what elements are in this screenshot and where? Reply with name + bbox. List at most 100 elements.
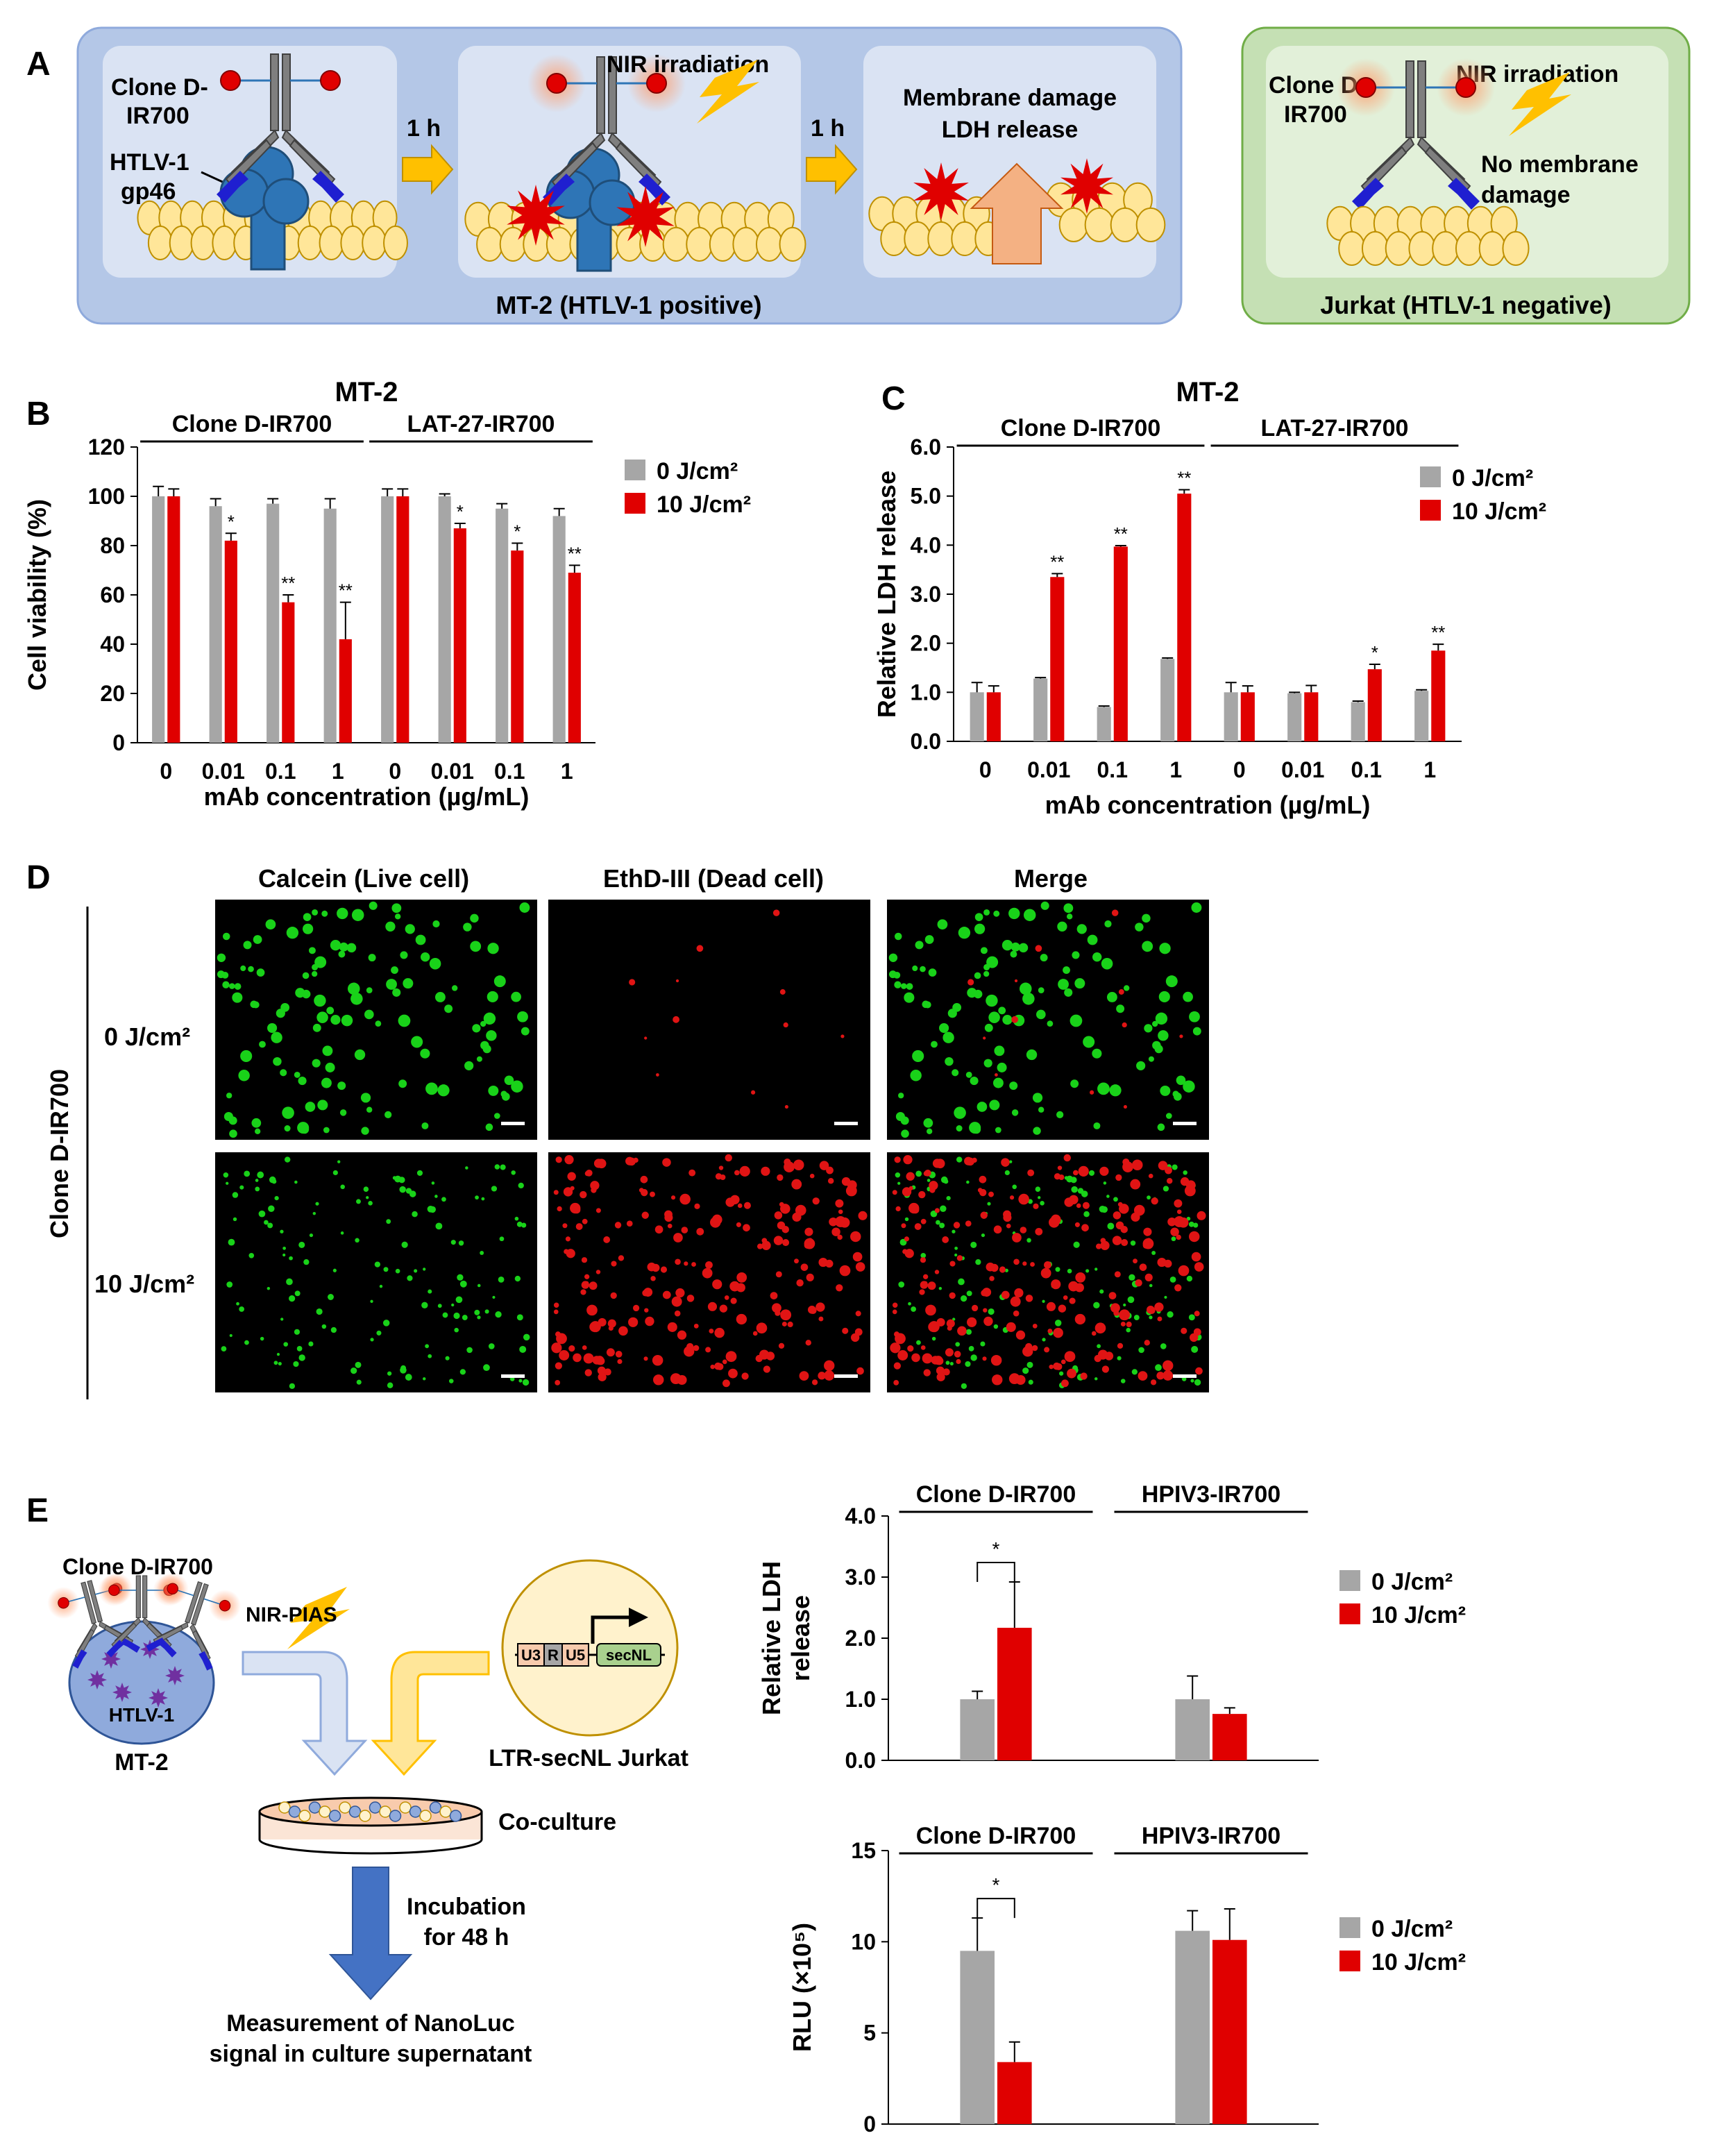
significance-mark: * (457, 501, 464, 522)
live-cell (486, 1030, 497, 1041)
bar-0j (496, 508, 509, 743)
dead-cell (1080, 1372, 1088, 1380)
live-cell (495, 1311, 502, 1318)
live-cell (1106, 992, 1117, 1002)
lipid (147, 225, 173, 261)
dead-cell (679, 1193, 691, 1205)
chart-title: MT-2 (1176, 377, 1239, 407)
dead-cell (1185, 1181, 1191, 1186)
live-cell (965, 1361, 971, 1367)
live-cell (226, 1281, 233, 1288)
x-tick-label: 1 (332, 759, 344, 784)
dead-cell (581, 1257, 588, 1263)
live-cell (1040, 954, 1048, 962)
live-cell (441, 1197, 446, 1202)
panel-letter-d: D (26, 859, 51, 896)
dead-cell (784, 1105, 788, 1109)
live-cell (998, 1007, 1006, 1015)
dead-cell (964, 1156, 973, 1165)
dead-cell (1194, 1262, 1204, 1272)
dead-cell (1122, 1022, 1127, 1028)
live-cell (421, 1122, 429, 1129)
micrograph-0-1 (548, 900, 870, 1140)
dead-cell (1006, 1223, 1011, 1229)
live-cell (1063, 903, 1074, 913)
live-cell (1160, 1343, 1167, 1349)
dead-cell (799, 1371, 809, 1381)
e-lightning-icon (287, 1587, 350, 1649)
dead-cell (667, 1223, 673, 1229)
live-cell (255, 1128, 261, 1135)
group-label: Clone D-IR700 (1001, 415, 1161, 441)
live-cell (1128, 1274, 1135, 1281)
live-cell (423, 1268, 426, 1271)
ir700-dye (546, 73, 567, 94)
live-cell (1008, 907, 1020, 920)
live-cell (448, 1379, 454, 1383)
live-cell (952, 1069, 959, 1077)
lipid (190, 225, 216, 261)
y-tick-label: 0.0 (911, 729, 941, 754)
significance-bracket (977, 1898, 1015, 1919)
x-tick-label: 0.1 (1097, 757, 1128, 782)
dead-cell (995, 1073, 998, 1077)
live-cell (370, 1299, 373, 1303)
dead-cell (705, 1347, 711, 1353)
live-cell (938, 1286, 942, 1290)
dead-cell (596, 1159, 607, 1169)
dead-cell (597, 1366, 606, 1375)
live-cell (1018, 943, 1029, 953)
live-cell (1093, 1302, 1100, 1309)
live-cell (1117, 1356, 1122, 1361)
live-cell (972, 1125, 981, 1134)
legend-label: 10 J/cm² (657, 491, 751, 518)
live-cell (1190, 1379, 1194, 1383)
live-cell (915, 941, 924, 950)
dead-cell (946, 1319, 955, 1328)
bar-10j (224, 540, 237, 743)
live-cell (1064, 1176, 1069, 1180)
y-tick-label: 0 (863, 2112, 876, 2137)
dead-cell (980, 1211, 988, 1219)
antibody-fab-tip (106, 1640, 124, 1658)
bar-10j (1113, 546, 1128, 741)
live-cell (1109, 1084, 1122, 1097)
dead-cell (1053, 1327, 1063, 1338)
live-cell (294, 1180, 298, 1184)
live-cell (956, 1156, 963, 1163)
live-cell (347, 982, 360, 995)
dead-cell (1044, 1347, 1050, 1353)
live-cell (954, 1106, 966, 1119)
live-cell (1192, 1027, 1201, 1036)
e-light-label: NIR-PIAS (246, 1603, 337, 1626)
dead-cell (743, 1224, 750, 1232)
live-cell (1036, 1009, 1046, 1020)
live-cell (1088, 1170, 1095, 1176)
live-cell (295, 988, 305, 998)
bar-10j (568, 573, 581, 743)
step3-membrane-right (1046, 182, 1166, 243)
dead-cell (979, 1188, 987, 1197)
live-cell (480, 1251, 484, 1255)
live-cell (965, 1071, 972, 1078)
live-cell (330, 940, 341, 951)
dead-cell (918, 1190, 926, 1199)
live-cell (322, 1045, 333, 1056)
dead-cell (824, 1370, 835, 1381)
y-tick-label: 4.0 (845, 1504, 876, 1528)
legend-label: 0 J/cm² (1371, 1916, 1453, 1942)
antibody-fc (596, 56, 605, 134)
dead-cell (922, 1274, 929, 1279)
dead-cell (1069, 1195, 1079, 1204)
live-cell (509, 1376, 515, 1381)
live-cell (1163, 1186, 1169, 1192)
live-cell (253, 935, 262, 944)
live-cell (993, 1324, 999, 1329)
antibody-fab-tip (146, 1637, 166, 1652)
dish-cell (439, 1805, 452, 1818)
dead-cell (1131, 1212, 1140, 1222)
live-cell (284, 1125, 291, 1132)
live-cell (1191, 1345, 1199, 1353)
dead-cell (643, 1356, 648, 1361)
dead-cell (710, 1217, 721, 1228)
